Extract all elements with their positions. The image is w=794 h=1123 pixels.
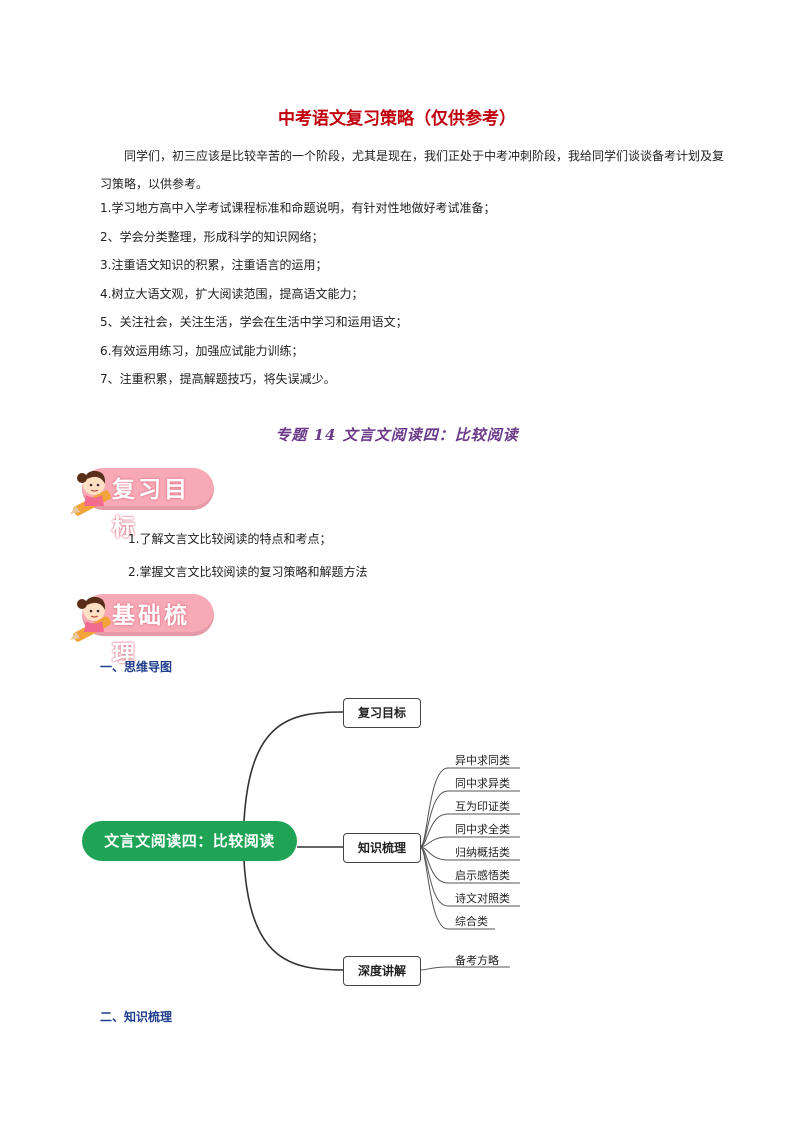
intro-paragraph: 同学们，初三应该是比较辛苦的一个阶段，尤其是现在，我们正处于中考冲刺阶段，我给同… <box>100 142 725 198</box>
mind-map: 文言文阅读四：比较阅读 复习目标 知识梳理 深度讲解 异中求同类 同中求异类 互… <box>0 680 794 990</box>
topic-title: 专题 14 文言文阅读四：比较阅读 <box>275 426 519 444</box>
mind-map-leaf: 综合类 <box>455 915 488 928</box>
banner-label: 复习目标 <box>112 476 190 541</box>
mind-map-leaf: 同中求全类 <box>455 823 510 836</box>
goal-item: 2.掌握文言文比较阅读的复习策略和解题方法 <box>128 565 368 579</box>
mind-map-branch: 深度讲解 <box>343 956 421 986</box>
strategy-item: 7、注重积累，提高解题技巧，将失误减少。 <box>100 372 336 386</box>
review-goals-banner: 复习目标 <box>68 462 218 541</box>
mind-map-leaf: 互为印证类 <box>455 800 510 813</box>
mind-map-leaf: 异中求同类 <box>455 754 510 767</box>
basics-banner: 基础梳理 <box>68 588 218 667</box>
mind-map-branch: 复习目标 <box>343 698 421 728</box>
section-heading-knowledge: 二、知识梳理 <box>100 1010 173 1024</box>
mind-map-leaf: 诗文对照类 <box>455 892 510 905</box>
intro-text: 同学们，初三应该是比较辛苦的一个阶段，尤其是现在，我们正处于中考冲刺阶段，我给同… <box>100 149 725 191</box>
mind-map-leaf: 备考方略 <box>455 954 499 967</box>
strategy-item: 3.注重语文知识的积累，注重语言的运用； <box>100 258 328 272</box>
girl-with-pencil-icon <box>70 596 111 642</box>
strategy-item: 2、学会分类整理，形成科学的知识网络； <box>100 229 324 244</box>
banner-label: 基础梳理 <box>112 602 190 667</box>
strategy-item: 4.树立大语文观，扩大阅读范围，提高语文能力； <box>100 286 364 301</box>
goal-list: 1.了解文言文比较阅读的特点和考点； 2.掌握文言文比较阅读的复习策略和解题方法 <box>128 526 367 592</box>
strategy-item: 6.有效运用练习，加强应试能力训练； <box>100 343 304 358</box>
strategy-list: 1.学习地方高中入学考试课程标准和命题说明，有针对性地做好考试准备； 2、学会分… <box>100 194 725 394</box>
page-title: 中考语文复习策略（仅供参考） <box>278 109 516 129</box>
strategy-item: 1.学习地方高中入学考试课程标准和命题说明，有针对性地做好考试准备； <box>100 201 496 215</box>
girl-with-pencil-icon <box>70 470 111 516</box>
banner-pill <box>82 594 214 636</box>
section-heading-mindmap: 一、思维导图 <box>100 660 173 674</box>
mind-map-connectors <box>243 711 520 971</box>
goal-item: 1.了解文言文比较阅读的特点和考点； <box>128 532 332 546</box>
mind-map-root: 文言文阅读四：比较阅读 <box>82 821 297 861</box>
banner-pill <box>82 468 214 510</box>
mind-map-leaf: 启示感悟类 <box>455 869 510 882</box>
strategy-item: 5、关注社会，关注生活，学会在生活中学习和运用语文； <box>100 315 408 329</box>
mind-map-branch: 知识梳理 <box>343 833 421 863</box>
mind-map-leaf: 归纳概括类 <box>455 846 510 859</box>
mind-map-leaf: 同中求异类 <box>455 777 510 790</box>
